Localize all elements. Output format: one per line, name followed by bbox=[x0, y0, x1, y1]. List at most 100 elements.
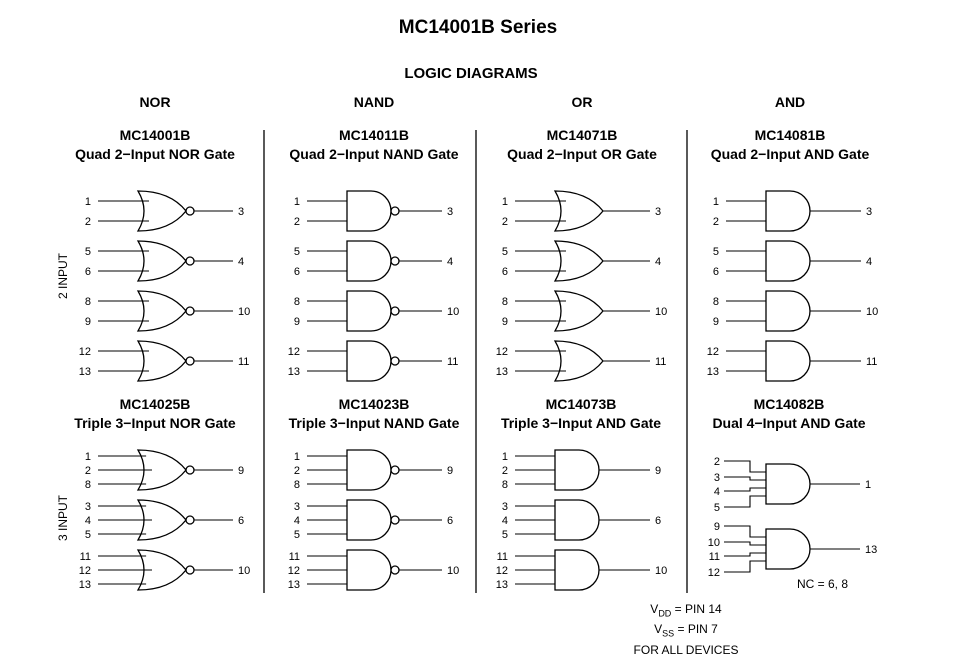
inverter-bubble bbox=[185, 206, 195, 216]
pin-number: 8 bbox=[713, 296, 719, 308]
inverter-bubble bbox=[185, 465, 195, 475]
pin-number: 1 bbox=[294, 196, 300, 208]
part-number: MC14082B bbox=[753, 396, 825, 412]
nor-gate-symbol bbox=[136, 290, 187, 332]
pin-number: 5 bbox=[85, 529, 91, 541]
pin-number: 6 bbox=[713, 266, 719, 278]
pin-number: 4 bbox=[866, 256, 872, 268]
pin-number: 13 bbox=[288, 579, 300, 591]
input-lead bbox=[724, 460, 766, 473]
pin-number: 9 bbox=[714, 521, 720, 533]
inverter-bubble bbox=[390, 565, 400, 575]
column-heading-nand: NAND bbox=[353, 94, 395, 110]
part-description: Quad 2−Input AND Gate bbox=[710, 146, 870, 162]
part-number: MC14081B bbox=[754, 127, 826, 143]
pin-number: 6 bbox=[85, 266, 91, 278]
pin-number: 12 bbox=[496, 565, 508, 577]
pin-number: 13 bbox=[79, 579, 91, 591]
vss-note: VSS = PIN 7 bbox=[654, 622, 718, 639]
or-gate-symbol bbox=[553, 290, 604, 332]
part-description: Quad 2−Input OR Gate bbox=[507, 146, 657, 162]
pin-number: 8 bbox=[502, 479, 508, 491]
pin-number: 8 bbox=[85, 296, 91, 308]
device-mc14081b: MC14081B Quad 2−Input AND Gate bbox=[711, 126, 870, 164]
pin-number: 3 bbox=[447, 206, 453, 218]
pin-number: 13 bbox=[865, 544, 877, 556]
pin-number: 8 bbox=[85, 479, 91, 491]
part-description: Triple 3−Input AND Gate bbox=[500, 415, 662, 431]
inverter-bubble bbox=[185, 306, 195, 316]
pin-number: 10 bbox=[447, 565, 459, 577]
pin-number: 3 bbox=[85, 501, 91, 513]
pin-number: 5 bbox=[294, 529, 300, 541]
and-gate-symbol bbox=[765, 340, 811, 382]
pin-number: 11 bbox=[289, 551, 300, 563]
all-devices-note: FOR ALL DEVICES bbox=[633, 642, 739, 657]
pin-number: 6 bbox=[294, 266, 300, 278]
part-number: MC14011B bbox=[338, 127, 410, 143]
pin-number: 5 bbox=[85, 246, 91, 258]
inverter-bubble bbox=[390, 515, 400, 525]
nc-note: NC = 6, 8 bbox=[797, 577, 849, 591]
pin-number: 9 bbox=[85, 316, 91, 328]
and-gate-symbol bbox=[765, 190, 811, 232]
pin-number: 1 bbox=[865, 479, 871, 491]
part-number: MC14025B bbox=[119, 396, 191, 412]
or-gate-symbol bbox=[553, 240, 604, 282]
column-heading-nor: NOR bbox=[139, 94, 171, 110]
inverter-bubble bbox=[185, 356, 195, 366]
pin-number: 11 bbox=[497, 551, 508, 563]
part-number: MC14071B bbox=[546, 127, 618, 143]
pin-number: 1 bbox=[294, 451, 300, 463]
column-heading-and: AND bbox=[774, 94, 806, 110]
pin-number: 9 bbox=[447, 465, 453, 477]
pin-number: 4 bbox=[294, 515, 300, 527]
pin-number: 11 bbox=[80, 551, 91, 563]
pin-number: 13 bbox=[288, 366, 300, 378]
or-gate-symbol bbox=[553, 190, 604, 232]
pin-number: 3 bbox=[866, 206, 872, 218]
device-mc14073b: MC14073B Triple 3−Input AND Gate bbox=[501, 395, 661, 433]
part-description: Quad 2−Input NOR Gate bbox=[75, 146, 235, 162]
pin-number: 4 bbox=[85, 515, 91, 527]
device-mc14001b: MC14001B Quad 2−Input NOR Gate bbox=[75, 126, 235, 164]
pin-number: 11 bbox=[655, 356, 666, 368]
pin-number: 4 bbox=[238, 256, 244, 268]
input-lead bbox=[724, 560, 766, 573]
pin-number: 9 bbox=[713, 316, 719, 328]
nand-gate-symbol bbox=[346, 240, 392, 282]
input-lead bbox=[724, 525, 766, 538]
part-description: Triple 3−Input NOR Gate bbox=[74, 415, 236, 431]
pin-number: 9 bbox=[655, 465, 661, 477]
pin-number: 1 bbox=[502, 196, 508, 208]
and-gate-symbol bbox=[765, 463, 811, 505]
input-lead bbox=[724, 476, 766, 481]
pin-number: 6 bbox=[447, 515, 453, 527]
and-gate-symbol bbox=[765, 290, 811, 332]
pin-number: 13 bbox=[707, 366, 719, 378]
nand-gate-symbol bbox=[346, 340, 392, 382]
pin-number: 6 bbox=[238, 515, 244, 527]
pin-number: 6 bbox=[655, 515, 661, 527]
pin-number: 3 bbox=[238, 206, 244, 218]
pin-number: 10 bbox=[655, 306, 667, 318]
section-title: LOGIC DIAGRAMS bbox=[404, 65, 538, 82]
pin-number: 1 bbox=[85, 451, 91, 463]
pin-number: 2 bbox=[502, 216, 508, 228]
pin-number: 10 bbox=[655, 565, 667, 577]
pin-number: 4 bbox=[502, 515, 508, 527]
pin-number: 2 bbox=[85, 465, 91, 477]
pin-number: 5 bbox=[502, 529, 508, 541]
pin-number: 3 bbox=[655, 206, 661, 218]
pin-number: 8 bbox=[294, 296, 300, 308]
pin-number: 3 bbox=[294, 501, 300, 513]
pin-number: 12 bbox=[288, 346, 300, 358]
pin-number: 1 bbox=[713, 196, 719, 208]
pin-number: 11 bbox=[238, 356, 249, 368]
pin-number: 8 bbox=[502, 296, 508, 308]
and-gate-symbol bbox=[554, 449, 600, 491]
nand-gate-symbol bbox=[346, 549, 392, 591]
pin-number: 1 bbox=[85, 196, 91, 208]
device-mc14023b: MC14023B Triple 3−Input NAND Gate bbox=[289, 395, 460, 433]
part-description: Dual 4−Input AND Gate bbox=[712, 415, 866, 431]
